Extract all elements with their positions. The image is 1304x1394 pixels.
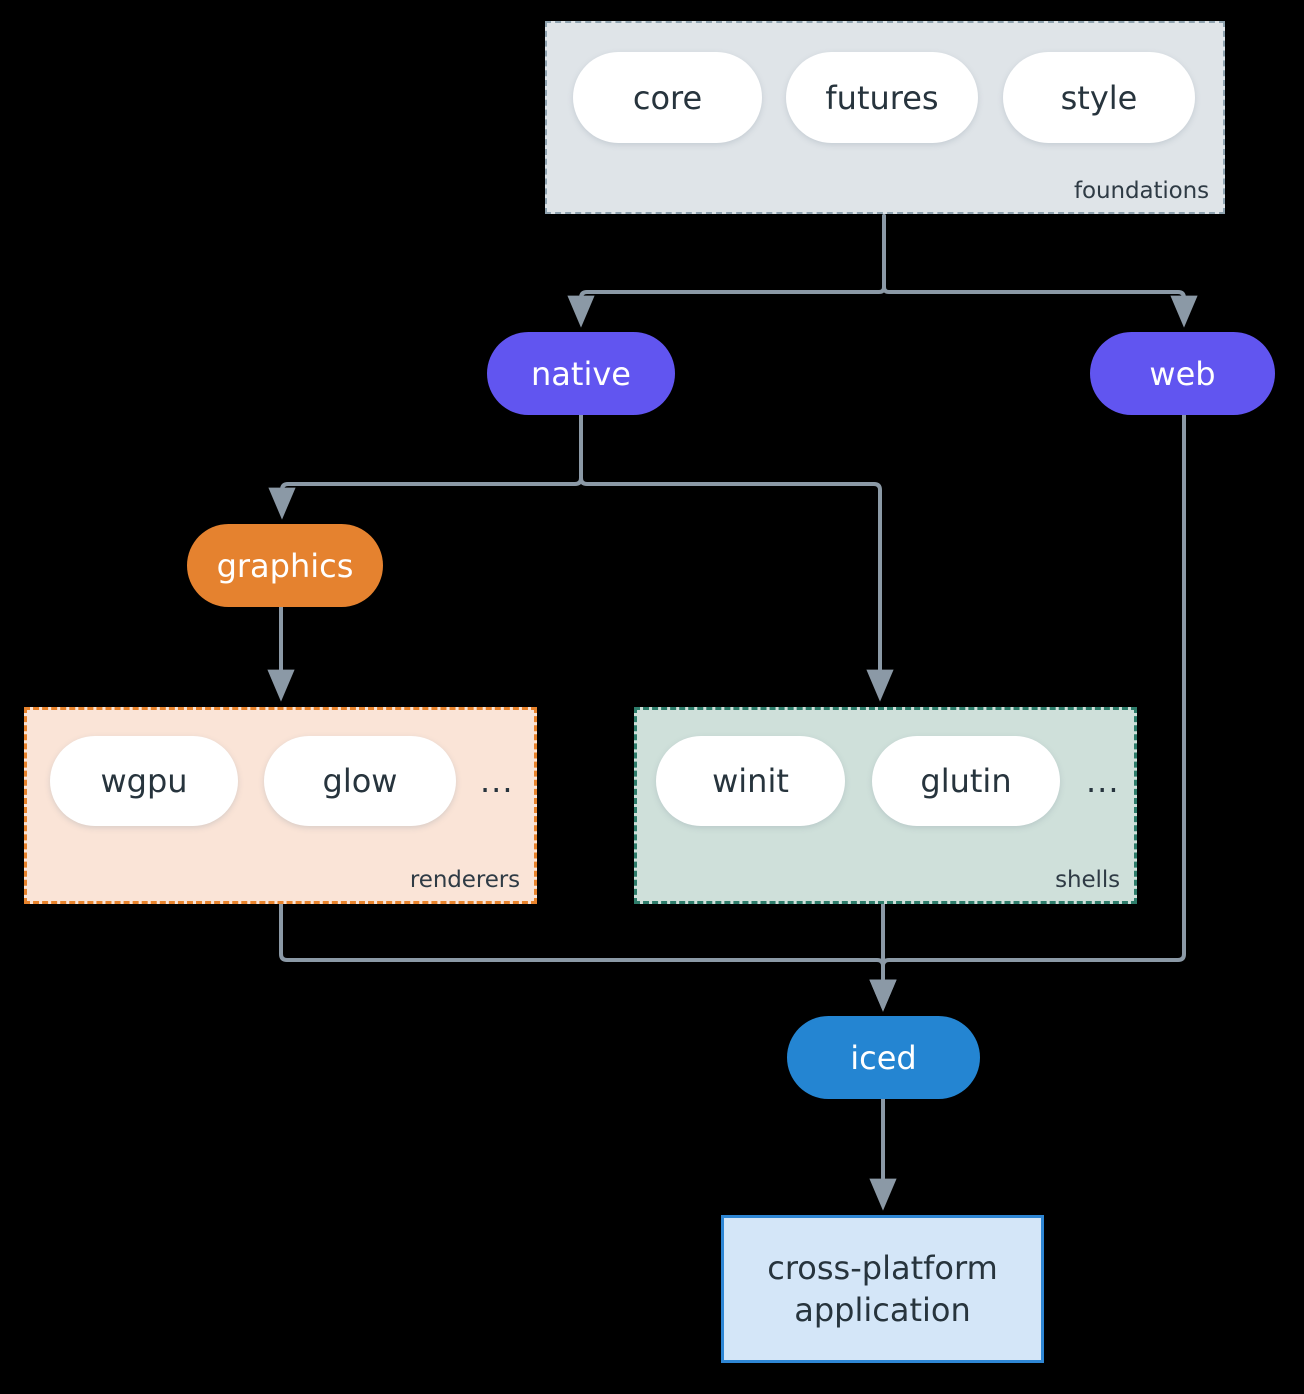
node-iced-label: iced	[850, 1038, 917, 1077]
node-winit-label: winit	[712, 762, 789, 800]
shells-more-ellipsis: ...	[1086, 762, 1120, 800]
node-native-label: native	[531, 354, 631, 393]
edge-renderers-iced	[279, 902, 897, 1012]
node-futures-label: futures	[825, 78, 939, 117]
node-style-label: style	[1060, 78, 1138, 117]
node-web[interactable]: web	[1090, 332, 1275, 415]
edge-native-shells	[579, 413, 894, 702]
node-core[interactable]: core	[573, 52, 762, 143]
node-futures[interactable]: futures	[786, 52, 978, 143]
node-winit[interactable]: winit	[656, 736, 845, 826]
node-core-label: core	[632, 78, 703, 117]
node-glow-label: glow	[322, 762, 398, 800]
node-wgpu-label: wgpu	[100, 762, 188, 800]
node-glutin[interactable]: glutin	[872, 736, 1060, 826]
node-iced[interactable]: iced	[787, 1016, 980, 1099]
cluster-foundations-label: foundations	[1074, 178, 1209, 204]
edge-native-graphics	[268, 413, 583, 520]
node-graphics[interactable]: graphics	[187, 524, 383, 607]
edge-foundations-web	[882, 214, 1198, 328]
node-application-line2: application	[794, 1291, 971, 1329]
cluster-shells-label: shells	[1055, 867, 1120, 893]
node-wgpu[interactable]: wgpu	[50, 736, 238, 826]
node-style[interactable]: style	[1003, 52, 1195, 143]
node-native[interactable]: native	[487, 332, 675, 415]
node-web-label: web	[1149, 354, 1216, 393]
renderers-more-ellipsis: ...	[480, 762, 514, 800]
node-glow[interactable]: glow	[264, 736, 456, 826]
node-glutin-label: glutin	[920, 762, 1012, 800]
node-application-line1: cross-platform	[767, 1248, 998, 1287]
node-graphics-label: graphics	[216, 546, 354, 585]
edge-foundations-native	[567, 214, 886, 328]
node-cross-platform-application[interactable]: cross-platform application	[721, 1215, 1044, 1363]
cluster-renderers-label: renderers	[409, 867, 520, 893]
